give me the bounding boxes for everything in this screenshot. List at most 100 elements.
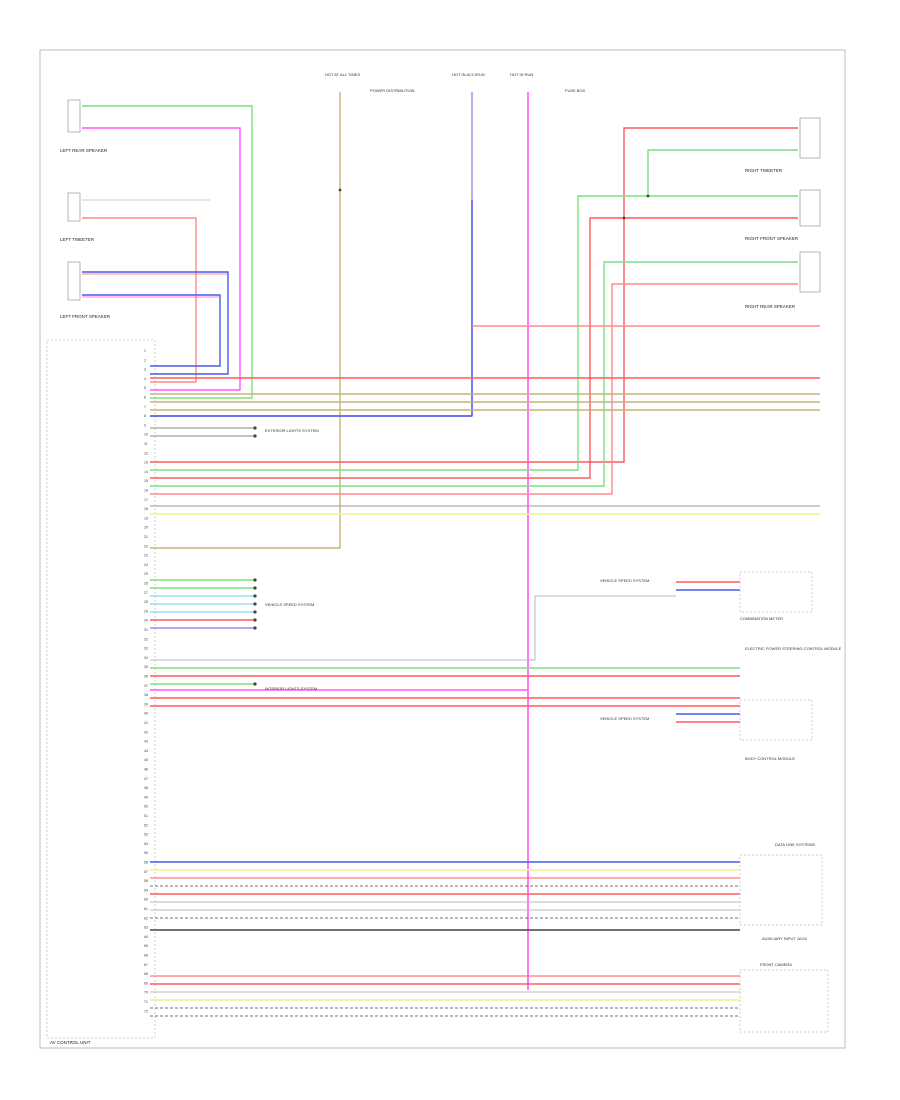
right-front-speaker: RIGHT FRONT SPEAKER: [745, 189, 821, 241]
pin-number: 66: [144, 954, 148, 958]
svg-text:HOT IN RUN: HOT IN RUN: [510, 72, 533, 77]
pin-number: 33: [144, 647, 148, 651]
pin-number: 69: [144, 981, 148, 985]
pin-number: 60: [144, 898, 148, 902]
pin-number: 47: [144, 777, 148, 781]
svg-text:DATA LINK SYSTEMS: DATA LINK SYSTEMS: [775, 842, 815, 847]
svg-text:VEHICLE SPEED SYSTEM: VEHICLE SPEED SYSTEM: [600, 578, 649, 583]
pin-number: 10: [144, 433, 148, 437]
pin-number: 42: [144, 730, 148, 734]
svg-text:RIGHT FRONT SPEAKER: RIGHT FRONT SPEAKER: [745, 236, 799, 241]
pin-number: 46: [144, 768, 148, 772]
pin-number: 65: [144, 944, 148, 948]
pin-number: 21: [144, 535, 148, 539]
svg-text:FRONT CAMERA: FRONT CAMERA: [760, 962, 792, 967]
power-feed-at-all-times: HOT AT ALL TIMES POWER DISTRIBUTION: [150, 72, 415, 549]
pin-number: 55: [144, 851, 148, 855]
pin-number: 57: [144, 870, 148, 874]
pin-number: 26: [144, 582, 148, 586]
pin-number: 62: [144, 916, 148, 920]
pin-number: 53: [144, 833, 148, 837]
pin-number: 54: [144, 842, 148, 846]
pin-number: 48: [144, 786, 148, 790]
pin-number: 13: [144, 461, 148, 465]
svg-text:AUXILIARY INPUT JACK: AUXILIARY INPUT JACK: [762, 936, 807, 941]
pin-number: 39: [144, 702, 148, 706]
pin-number: 37: [144, 684, 148, 688]
pin-number: 64: [144, 935, 148, 939]
pin-number: 56: [144, 861, 148, 865]
pin-number: 31: [144, 628, 148, 632]
pin-number: 2: [144, 358, 146, 362]
svg-text:RIGHT TWEETER: RIGHT TWEETER: [745, 168, 783, 173]
pin-number: 71: [144, 1000, 148, 1004]
pin-number: 8: [144, 414, 146, 418]
pin-number: 32: [144, 637, 148, 641]
pin-number: 63: [144, 926, 148, 930]
pin-number: 68: [144, 972, 148, 976]
pin-number: 50: [144, 805, 148, 809]
pin-number: 5: [144, 386, 146, 390]
svg-text:LEFT REAR SPEAKER: LEFT REAR SPEAKER: [60, 148, 108, 153]
pin-number: 3: [144, 368, 146, 372]
pin-number: 24: [144, 563, 148, 567]
pin-number: 40: [144, 712, 148, 716]
pin-number: 4: [144, 377, 146, 381]
svg-text:VEHICLE SPEED SYSTEM: VEHICLE SPEED SYSTEM: [265, 602, 314, 607]
connector-dots: [253, 188, 650, 686]
pin-number: 58: [144, 879, 148, 883]
pin-number: 52: [144, 823, 148, 827]
svg-text:VEHICLE SPEED SYSTEM: VEHICLE SPEED SYSTEM: [600, 716, 649, 721]
pin-number: 61: [144, 907, 148, 911]
av-harness: [150, 377, 820, 1017]
pin-number: 1: [144, 349, 146, 353]
pin-number: 43: [144, 740, 148, 744]
left-rear-speaker: LEFT REAR SPEAKER: [60, 99, 108, 153]
pin-number: 9: [144, 423, 146, 427]
pin-number: 72: [144, 1009, 148, 1013]
power-feed-run: HOT IN RUN FUSE BOX: [510, 72, 586, 990]
svg-text:POWER DISTRIBUTION: POWER DISTRIBUTION: [370, 88, 415, 93]
pin-number: 27: [144, 591, 148, 595]
pin-number: 11: [144, 442, 148, 446]
svg-text:LEFT TWEETER: LEFT TWEETER: [60, 237, 95, 242]
right-labels: EXTERIOR LIGHTS SYSTEM VEHICLE SPEED SYS…: [50, 428, 842, 1045]
svg-text:BODY CONTROL MODULE: BODY CONTROL MODULE: [745, 756, 795, 761]
pin-number: 7: [144, 405, 146, 409]
power-feed-accy: HOT IN ACC/RUN: [150, 72, 485, 417]
right-rear-speaker: RIGHT REAR SPEAKER: [745, 251, 821, 309]
pin-number: 17: [144, 498, 148, 502]
svg-text:HOT AT ALL TIMES: HOT AT ALL TIMES: [325, 72, 360, 77]
left-front-speaker: LEFT FRONT SPEAKER: [60, 261, 111, 319]
pin-number: 36: [144, 675, 148, 679]
pin-number: 51: [144, 814, 148, 818]
pin-number: 34: [144, 656, 148, 660]
right-tweeter: RIGHT TWEETER: [745, 117, 821, 173]
pin-number: 18: [144, 507, 148, 511]
svg-text:AV CONTROL UNIT: AV CONTROL UNIT: [50, 1040, 91, 1045]
right-connector-boxes: [739, 571, 829, 1033]
svg-text:RIGHT REAR SPEAKER: RIGHT REAR SPEAKER: [745, 304, 796, 309]
av-unit-pin-column: 1234567891011121314151617181920212223242…: [144, 349, 148, 1013]
pin-number: 12: [144, 451, 148, 455]
svg-text:COMBINATION METER: COMBINATION METER: [740, 616, 783, 621]
pin-number: 38: [144, 693, 148, 697]
pin-number: 6: [144, 396, 146, 400]
pin-number: 35: [144, 665, 148, 669]
svg-text:EXTERIOR LIGHTS SYSTEM: EXTERIOR LIGHTS SYSTEM: [265, 428, 319, 433]
av-control-unit-box: [46, 339, 156, 1039]
pin-number: 59: [144, 888, 148, 892]
pin-number: 14: [144, 470, 148, 474]
pin-number: 44: [144, 749, 148, 753]
pin-number: 70: [144, 991, 148, 995]
pin-number: 41: [144, 721, 148, 725]
pin-number: 67: [144, 963, 148, 967]
left-speaker-wires: [82, 105, 253, 399]
diagram-frame: [39, 49, 846, 1049]
pin-number: 45: [144, 758, 148, 762]
pin-number: 15: [144, 479, 148, 483]
pin-number: 19: [144, 516, 148, 520]
left-tweeter: LEFT TWEETER: [60, 192, 95, 242]
pin-number: 49: [144, 795, 148, 799]
pin-number: 28: [144, 600, 148, 604]
